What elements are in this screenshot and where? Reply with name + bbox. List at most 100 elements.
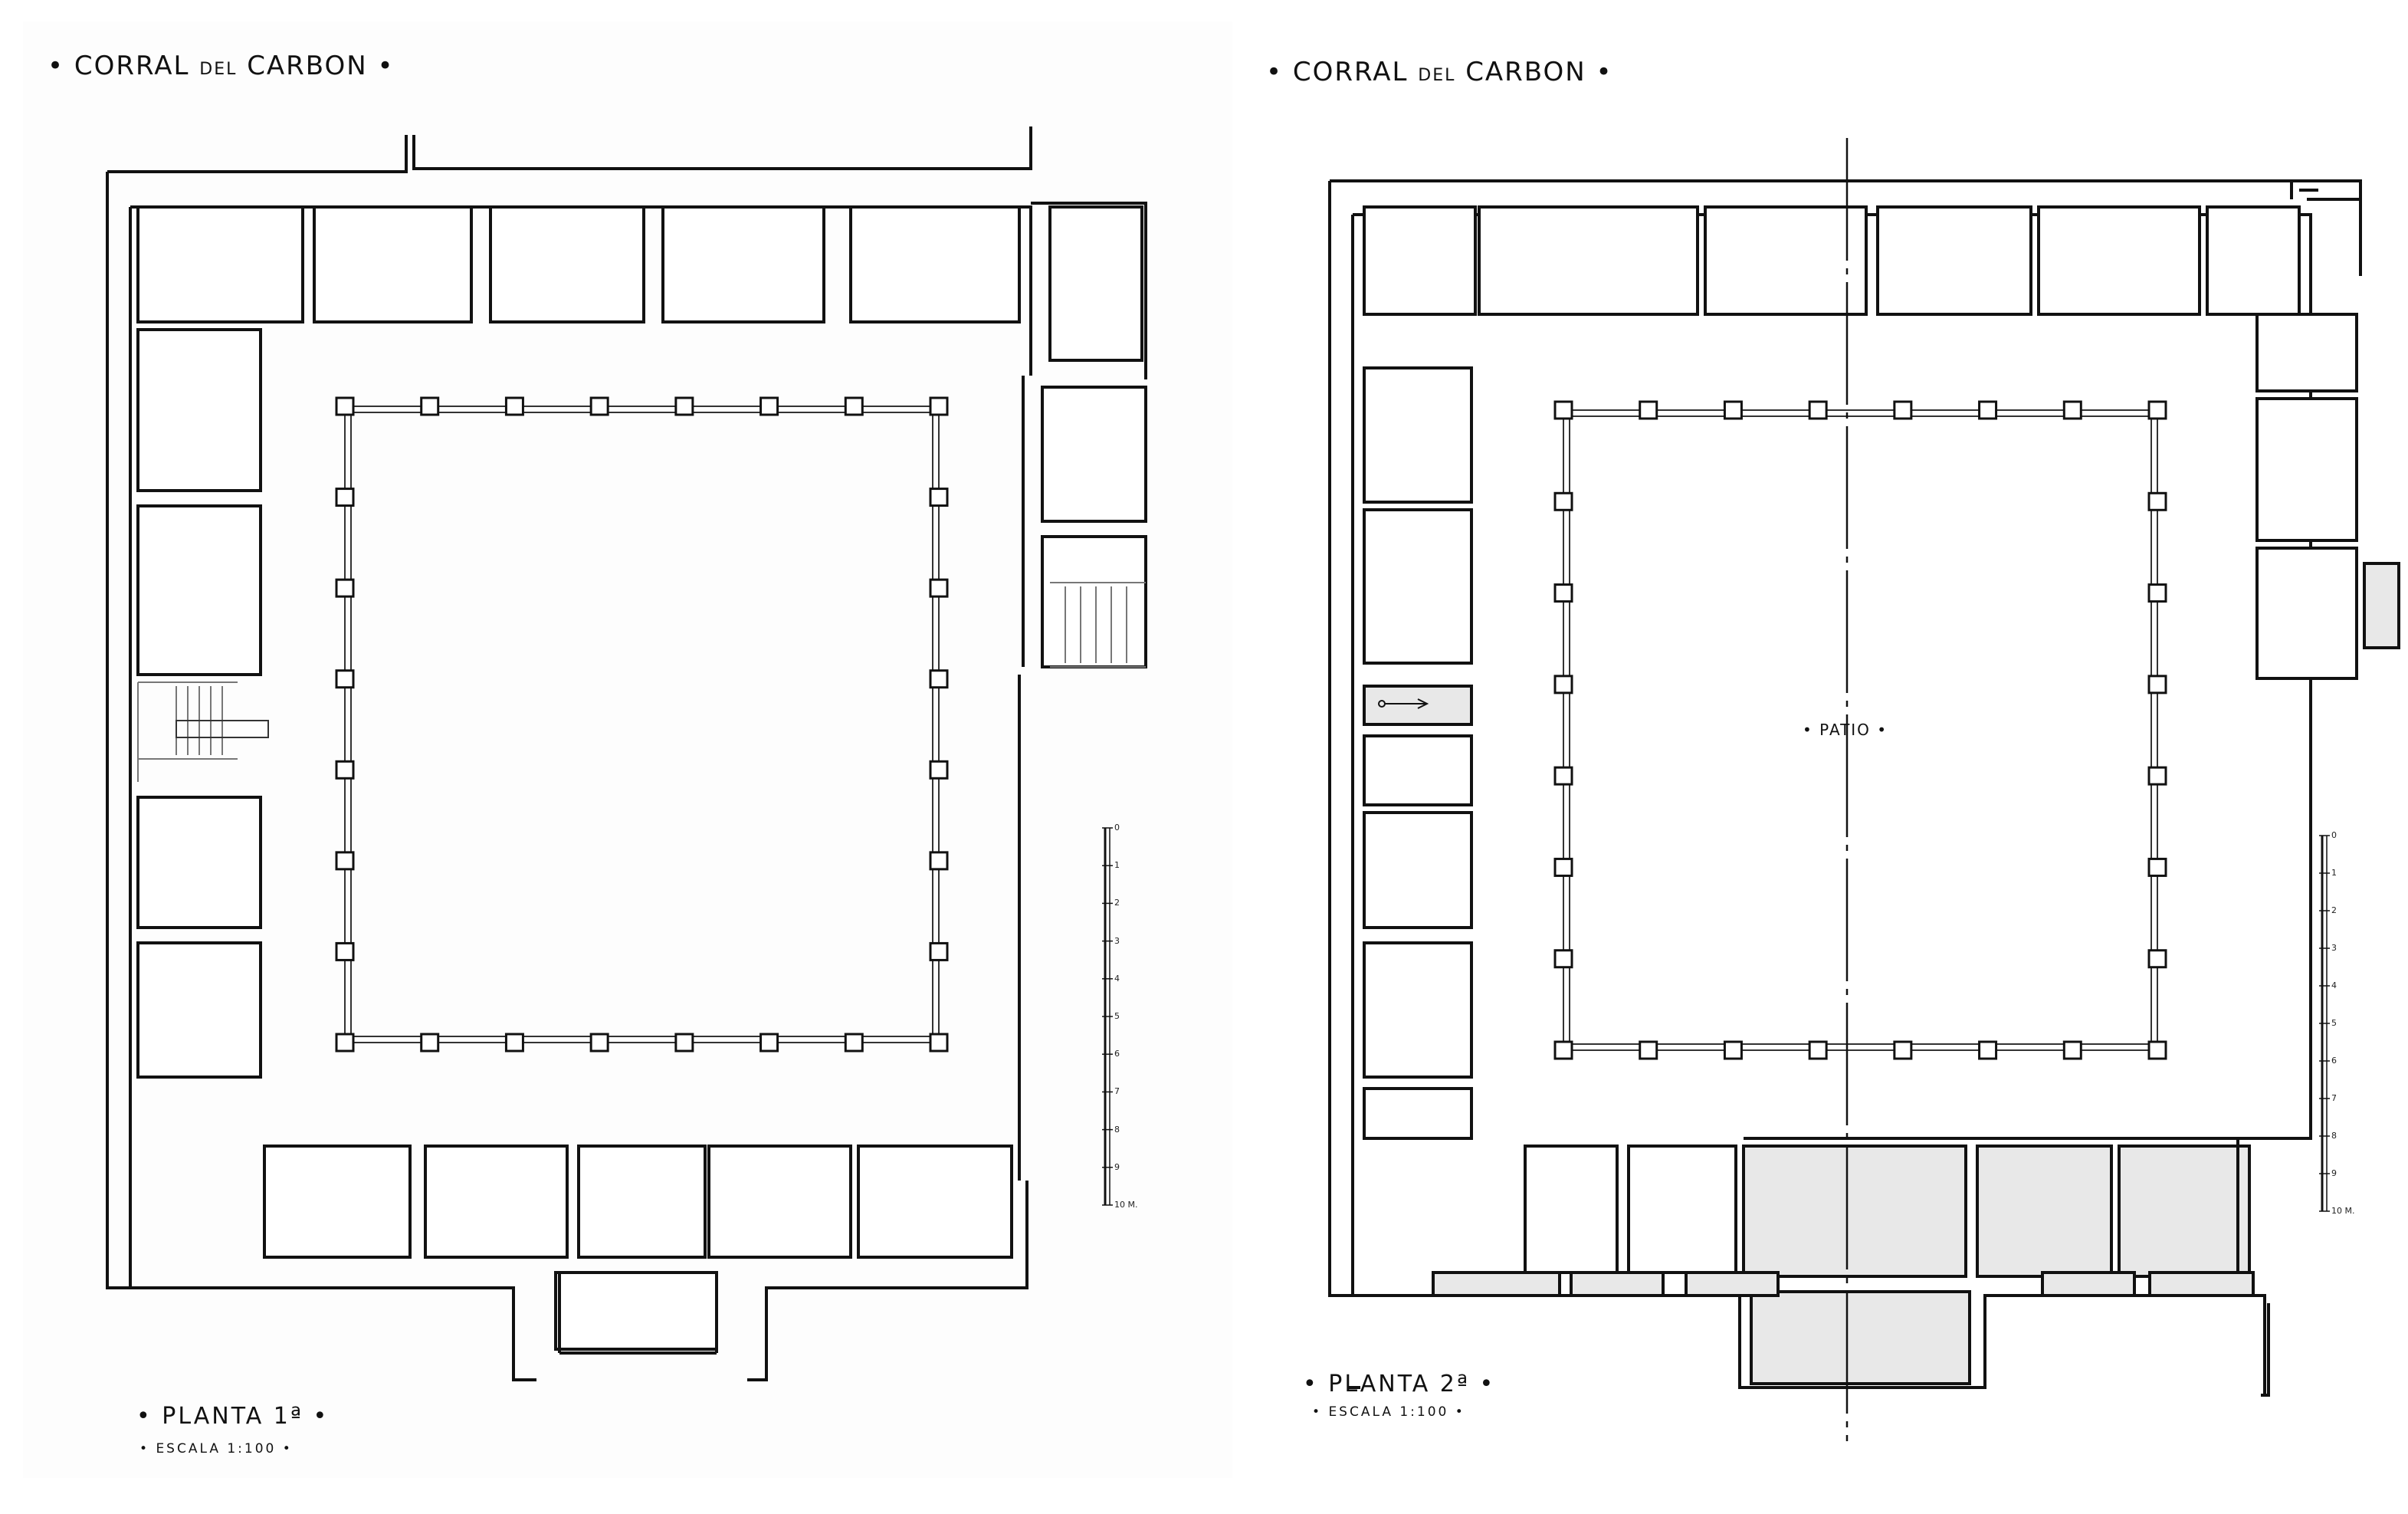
floor-1-column — [335, 1033, 355, 1053]
floor-1-columns — [335, 396, 949, 1053]
floor-1-column — [929, 578, 949, 598]
floor-1-stair — [137, 582, 1146, 782]
floor-1-column — [929, 488, 949, 507]
scale-bar-tick-label: 7 — [1114, 1086, 1120, 1097]
floor-2-room — [1363, 941, 1473, 1079]
floor-1-column — [844, 1033, 864, 1053]
floor-1-room — [263, 1145, 412, 1259]
floor-1-column — [420, 1033, 440, 1053]
floor-1-room — [136, 796, 262, 929]
scale-bar-tick-label: 9 — [1114, 1161, 1120, 1172]
floor-2-column — [2147, 400, 2167, 420]
floor-2-scale-label: • ESCALA 1:100 • — [1312, 1404, 1465, 1420]
scale-bar-tick-label: 1 — [2331, 868, 2337, 878]
floor-1-gallery-outer — [344, 406, 940, 1043]
floor-1-column — [335, 941, 355, 961]
floor-1-gallery-inner — [350, 412, 933, 1037]
scale-bar-floor-2 — [2319, 835, 2330, 1212]
floor-1-room — [136, 205, 304, 323]
floor-2-column — [2147, 857, 2167, 877]
floor-2-column — [1893, 400, 1913, 420]
floor-2-column — [2147, 1040, 2167, 1060]
floor-2-column — [1553, 949, 1573, 969]
floor-1-column — [335, 578, 355, 598]
floor-2-column — [1553, 1040, 1573, 1060]
floor-2-stair-arrow — [1378, 698, 1429, 709]
floor-1-column — [335, 851, 355, 871]
scale-bar-tick-label: 8 — [1114, 1124, 1120, 1135]
floor-1-column — [759, 396, 779, 416]
floor-1-column — [335, 760, 355, 780]
floor-2-room — [1363, 811, 1473, 929]
scale-bar-tick-label: 4 — [1114, 973, 1120, 984]
scale-bar-tick-label: 3 — [1114, 935, 1120, 946]
floor-1-column — [674, 396, 694, 416]
floor-1-column — [589, 1033, 609, 1053]
floor-1-room — [849, 205, 1021, 323]
floor-1-column — [844, 396, 864, 416]
floor-2-column — [1639, 1040, 1658, 1060]
floor-2-colonnade — [1563, 409, 2158, 1051]
floor-1-column — [589, 396, 609, 416]
floor-2-column — [1723, 1040, 1743, 1060]
scale-bar-tick-label: 6 — [2331, 1056, 2337, 1066]
floor-1-column — [929, 669, 949, 689]
floor-2-outer-wall — [1328, 179, 2362, 1395]
floor-1-room — [136, 941, 262, 1079]
scale-bar-floor-1 — [1102, 827, 1113, 1206]
floor-2-column — [2147, 491, 2167, 511]
scale-bar-tick-label: 9 — [2331, 1168, 2337, 1178]
floor-2-room — [2255, 313, 2358, 392]
floor-1-room — [1041, 386, 1147, 523]
floor-1-room — [857, 1145, 1013, 1259]
floor-2-column — [2147, 675, 2167, 695]
floor-2-room — [1363, 366, 1473, 504]
floor-2-columns — [1553, 400, 2167, 1060]
floor-2-column — [1553, 766, 1573, 786]
floor-1-colonnade — [344, 406, 940, 1043]
floor-1-column — [929, 941, 949, 961]
floor-2-room — [2206, 205, 2301, 316]
floor-1-column — [504, 396, 524, 416]
floor-1-title: • CORRAL DEL CARBON • — [48, 51, 395, 81]
scale-bar-tick-label: 4 — [2331, 980, 2337, 990]
floor-1-plan-label: • PLANTA 1ª • — [136, 1403, 330, 1430]
scale-bar-tick-label: 2 — [1114, 898, 1120, 908]
floor-2-column — [2147, 766, 2167, 786]
floor-1-column — [420, 396, 440, 416]
floor-1-room — [1041, 535, 1147, 668]
scale-bar-tick-label: 6 — [1114, 1049, 1120, 1059]
floor-1-column — [929, 851, 949, 871]
floor-1-room — [577, 1145, 707, 1259]
scale-bar-tick-label: 0 — [2331, 830, 2337, 840]
floor-2-column — [1978, 1040, 1998, 1060]
floor-1-column — [335, 669, 355, 689]
floor-1-column — [335, 488, 355, 507]
floor-2-column — [1553, 400, 1573, 420]
floor-2-shaded-rooms — [1363, 562, 2400, 1385]
floor-2-gallery-outer — [1563, 409, 2158, 1051]
floor-2-plan-label: • PLANTA 2ª • — [1303, 1371, 1496, 1397]
floor-2-column — [2147, 583, 2167, 603]
floor-2-room — [1876, 205, 2032, 316]
courtyard-label: • PATIO • — [1803, 721, 1888, 739]
floor-2-column — [1553, 675, 1573, 695]
floor-1-room — [661, 205, 825, 323]
floor-2-room — [2255, 397, 2358, 542]
floor-2-room — [1704, 205, 1868, 316]
scale-bar-tick-label: 5 — [2331, 1018, 2337, 1028]
floor-2-column — [1808, 400, 1828, 420]
floor-2-column — [2062, 1040, 2082, 1060]
floor-2-column — [1639, 400, 1658, 420]
floor-2-room — [1524, 1145, 1619, 1274]
floor-1-column — [504, 1033, 524, 1053]
floor-2-room — [1478, 205, 1699, 316]
floor-2-title: • CORRAL DEL CARBON • — [1266, 57, 1613, 87]
floor-2-room — [2255, 547, 2358, 680]
floor-2-column — [1723, 400, 1743, 420]
floor-1-column — [929, 760, 949, 780]
floor-2-room — [1363, 1087, 1473, 1140]
floor-2-column — [1978, 400, 1998, 420]
scale-bar-tick-label: 7 — [2331, 1093, 2337, 1103]
